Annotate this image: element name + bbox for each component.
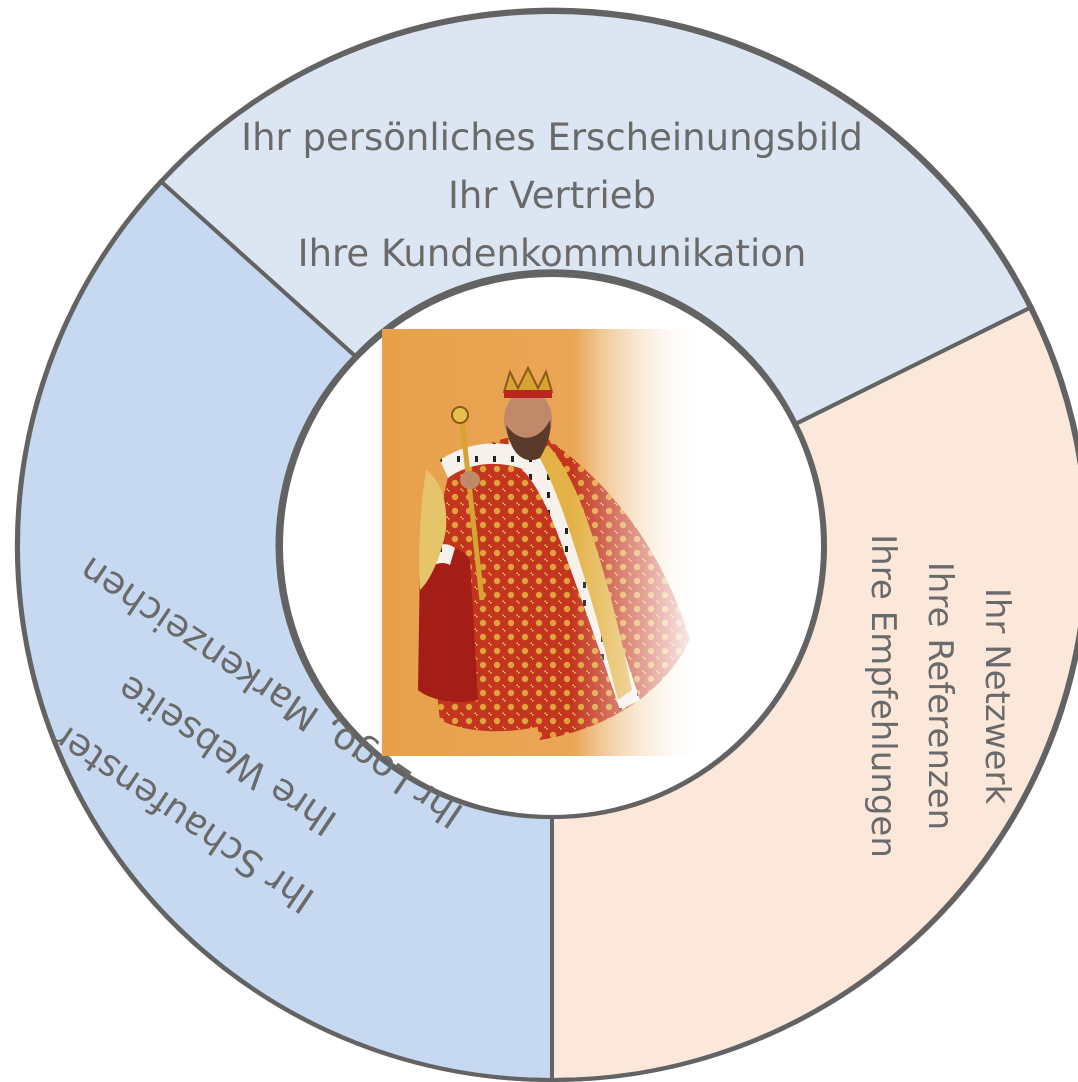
top-segment-text: Ihr persönliches Erscheinungsbild Ihr Ve… xyxy=(241,116,863,275)
right-line-3: Ihre Empfehlungen xyxy=(863,534,903,858)
right-segment-text: Ihr Netzwerk Ihre Referenzen Ihre Empfeh… xyxy=(863,534,1017,858)
right-line-2: Ihre Referenzen xyxy=(920,562,960,830)
top-line-3: Ihre Kundenkommunikation xyxy=(298,232,807,275)
top-line-2: Ihr Vertrieb xyxy=(448,174,656,217)
right-line-1: Ihr Netzwerk xyxy=(977,588,1017,805)
outer-ring-outline xyxy=(16,10,1078,1082)
top-line-1: Ihr persönliches Erscheinungsbild xyxy=(241,116,863,159)
king-portrait xyxy=(382,329,698,756)
